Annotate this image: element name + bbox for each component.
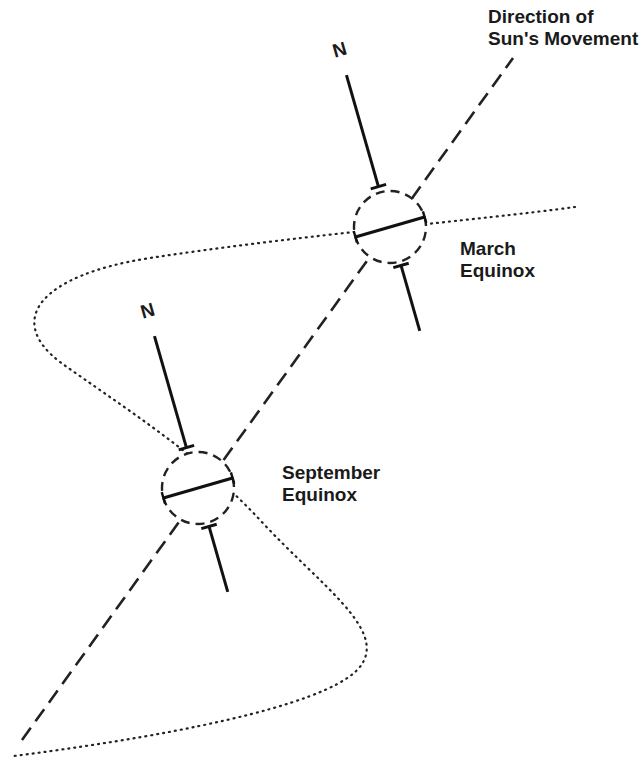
axis-tick [393,263,408,267]
equinox-label: March Equinox [460,238,560,283]
axis-line [209,526,228,591]
equator-tick [162,492,165,504]
equator-tick [231,472,234,484]
direction-label: Direction of Sun's Movement [488,6,640,51]
axis-tick [371,184,386,188]
axis-line [154,336,186,448]
north-label: N [330,37,349,62]
direction-line [22,58,513,740]
axis-tick [201,524,216,528]
september-globe [120,326,263,602]
equator-tick [423,211,426,223]
axis-line [346,75,378,187]
axis-tick [179,445,194,449]
dotted-path [14,207,575,756]
north-label: N [138,298,157,323]
equator-line [163,478,232,498]
globe-outline [153,443,242,532]
equator-line [355,217,424,237]
march-globe [312,65,455,341]
globe-outline [345,182,434,271]
equator-tick [354,231,357,243]
axis-line [401,265,420,330]
equinox-label: September Equinox [282,462,402,507]
